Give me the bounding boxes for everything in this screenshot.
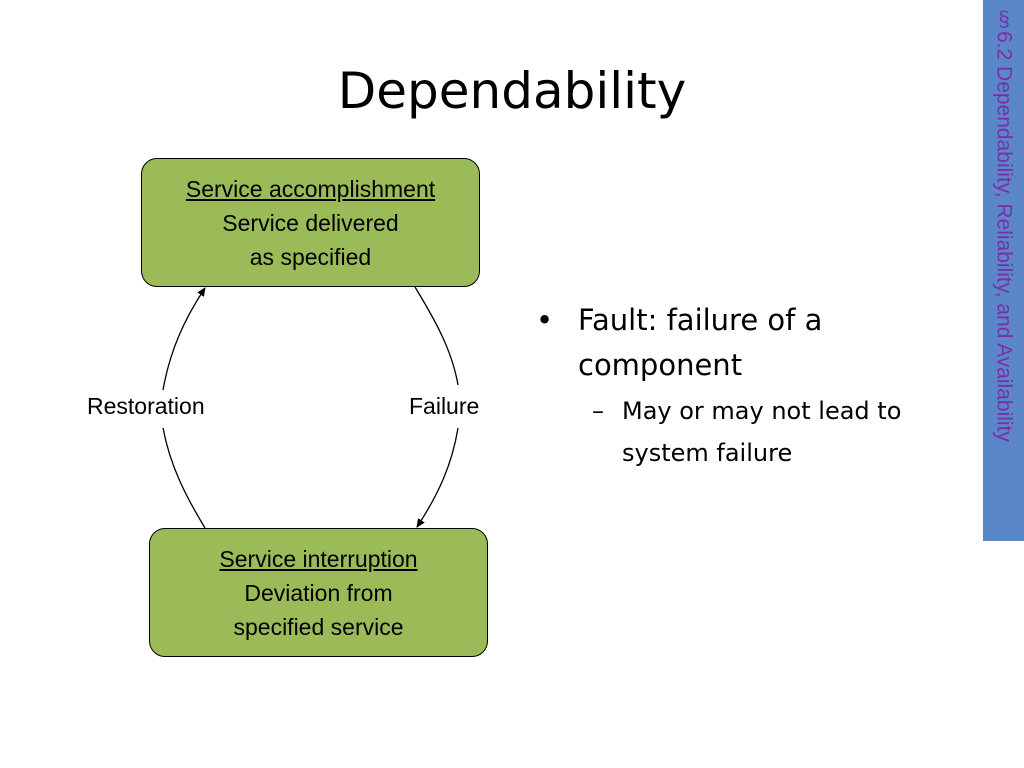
restoration-arrow-upper [162, 287, 206, 391]
bullet-text-line: component [578, 348, 743, 382]
restoration-label: Restoration [87, 393, 205, 419]
slide-title: Dependability [337, 62, 687, 120]
side-tab [983, 0, 1024, 541]
state-description-line: Service delivered [222, 209, 399, 236]
bullet-text-line: Fault: failure of a [578, 303, 823, 337]
sub-bullet-item: – May or may not lead to system failure [536, 390, 956, 474]
failure-label: Failure [409, 393, 480, 419]
state-service-accomplishment: Service accomplishment Service delivered… [141, 158, 480, 287]
bullet-marker: • [536, 303, 554, 337]
sub-bullet-text-line: system failure [622, 439, 793, 467]
state-description-line: Deviation from [244, 579, 393, 606]
bullet-list: • Fault: failure of a component – May or… [536, 298, 956, 474]
state-description-line: as specified [249, 243, 372, 270]
sub-bullet-text-line: May or may not lead to [622, 397, 902, 425]
state-description-line: specified service [233, 613, 404, 640]
bullet-item-fault: • Fault: failure of a component [536, 298, 956, 388]
sub-bullet-marker: – [592, 397, 604, 425]
side-tab-label: §6.2 Dependability, Reliability, and Ava… [992, 8, 1016, 442]
restoration-arrow-lower [162, 427, 206, 529]
state-heading: Service interruption [219, 545, 418, 572]
failure-arrow-lower [416, 427, 459, 528]
state-service-interruption: Service interruption Deviation from spec… [149, 528, 488, 657]
failure-arrow-upper [414, 286, 459, 386]
state-heading: Service accomplishment [185, 175, 436, 202]
